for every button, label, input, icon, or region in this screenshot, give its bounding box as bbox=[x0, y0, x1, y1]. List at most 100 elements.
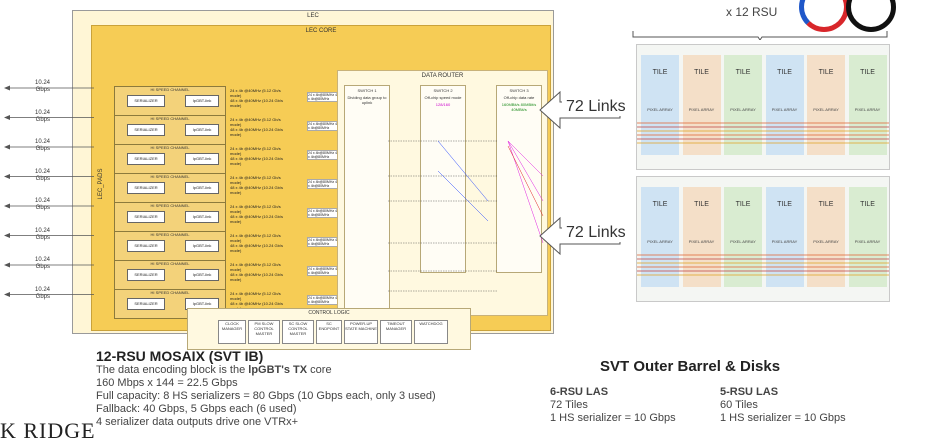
switch-2-desc: Off-chip speed mode bbox=[424, 95, 462, 100]
sensor-module-bottom: TILE PIXEL ARRAY TILE PIXEL ARRAY TILE PIXEL … bbox=[636, 176, 890, 302]
lpgbt-link-box: IpGBT-link bbox=[185, 95, 219, 107]
tile-label: TILE bbox=[860, 69, 875, 76]
channel-rate: 24 x 4b @40MHz (5.12 Gb/s mode)48 x 4b @… bbox=[230, 262, 290, 282]
hi-speed-channel: HI SPEED CHANNEL SERIALIZER IpGBT-link bbox=[114, 86, 226, 116]
channel-title: HI SPEED CHANNEL bbox=[150, 145, 190, 150]
router-input: 24 x 4b@80MHz 48 x 4b@80MHz bbox=[307, 92, 341, 102]
lpgbt-link-box: IpGBT-link bbox=[185, 153, 219, 165]
output-arrow-head-icon bbox=[4, 115, 10, 120]
tile-label: TILE bbox=[735, 69, 751, 76]
rate-mode-1: 24 x 4b @40MHz (5.12 Gb/s mode) bbox=[230, 88, 281, 98]
gbps-unit: Gbps bbox=[35, 234, 50, 241]
gbps-unit: Gbps bbox=[35, 175, 50, 182]
pixel-array-label: PIXEL ARRAY bbox=[854, 239, 881, 244]
router-input: 24 x 4b@80MHz 48 x 4b@80MHz bbox=[307, 179, 341, 189]
control-logic: CONTROL LOGIC CLOCK MANAGER PM SLOW CONT… bbox=[187, 308, 471, 350]
tile-label: TILE bbox=[818, 201, 834, 208]
lpgbt-link-box: IpGBT-link bbox=[185, 240, 219, 252]
power-up-sm-box: POWER-UP STATE MACHINE bbox=[344, 320, 378, 344]
sensor-tile: TILE PIXEL ARRAY bbox=[807, 55, 845, 155]
mosaix-line-4: Fallback: 40 Gbps, 5 Gbps each (6 used) bbox=[96, 403, 297, 415]
serializer-box: SERIALIZER bbox=[127, 95, 165, 107]
switch-3-label: SWITCH 3 bbox=[509, 88, 529, 93]
serializer-box: SERIALIZER bbox=[127, 182, 165, 194]
router-input: 24 x 4b@80MHz 48 x 4b@80MHz bbox=[307, 237, 341, 247]
pixel-array-label: PIXEL ARRAY bbox=[813, 107, 839, 112]
las5-tiles: 60 Tiles bbox=[720, 399, 758, 411]
output-arrow-head-icon bbox=[4, 203, 10, 209]
las6-serializer: 1 HS serializer = 10 Gbps bbox=[550, 412, 676, 424]
router-input: 24 x 4b@80MHz 48 x 4b@80MHz bbox=[307, 121, 341, 131]
outer-title: SVT Outer Barrel & Disks bbox=[600, 358, 781, 375]
gbps-unit: Gbps bbox=[35, 293, 50, 300]
gbps-value: 10.24 bbox=[34, 257, 50, 263]
mosaix-line-3: Full capacity: 8 HS serializers = 80 Gbp… bbox=[96, 390, 436, 402]
watchdog-box: WATCHDOG bbox=[414, 320, 448, 344]
router-input: 24 x 4b@80MHz 48 x 4b@80MHz bbox=[307, 208, 341, 218]
las5-title: 5-RSU LAS bbox=[720, 386, 779, 398]
pixel-array-label: PIXEL ARRAY bbox=[688, 239, 715, 244]
lec-core-title: LEC CORE bbox=[305, 28, 337, 34]
output-arrow-head-icon bbox=[4, 292, 10, 297]
router-wiring bbox=[388, 140, 544, 292]
tile-label: TILE bbox=[652, 69, 668, 76]
router-input: 24 x 4b@80MHz 48 x 4b@80MHz bbox=[307, 150, 341, 160]
gbps-unit: Gbps bbox=[35, 116, 50, 123]
rate-mode-1: 24 x 4b @40MHz (5.12 Gb/s mode) bbox=[230, 291, 281, 301]
rate-mode-1: 24 x 4b @40MHz (5.12 Gb/s mode) bbox=[230, 233, 281, 243]
sensor-tile: TILE PIXEL ARRAY bbox=[807, 187, 845, 287]
rsu-bracket bbox=[632, 31, 888, 40]
gbps-value: 10.24 bbox=[34, 227, 50, 234]
channel-title: HI SPEED CHANNEL bbox=[150, 261, 190, 266]
rate-mode-2: 48 x 4b @40MHz (10.24 Gb/s mode) bbox=[230, 156, 283, 166]
rate-mode-1: 24 x 4b @40MHz (5.12 Gb/s mode) bbox=[230, 146, 281, 156]
footer-brand: K RIDGE bbox=[0, 418, 96, 443]
tile-label: TILE bbox=[777, 69, 792, 76]
clock-manager-box: CLOCK MANAGER bbox=[218, 320, 246, 344]
las6-title: 6-RSU LAS bbox=[550, 386, 609, 398]
lpgbt-link-box: IpGBT-link bbox=[185, 182, 219, 194]
serializer-box: SERIALIZER bbox=[127, 153, 165, 165]
lpgbt-link-box: IpGBT-link bbox=[185, 124, 219, 136]
tile-label: TILE bbox=[694, 69, 709, 76]
channel-title: HI SPEED CHANNEL bbox=[150, 87, 190, 92]
switch-3: SWITCH 3 Off-chip data rate 160MBit/s 80… bbox=[496, 85, 542, 273]
tile-label: TILE bbox=[694, 201, 709, 208]
serializer-box: SERIALIZER bbox=[127, 211, 165, 223]
sensor-tile: TILE PIXEL ARRAY bbox=[848, 187, 887, 287]
gbps-value: 10.24 bbox=[34, 198, 50, 204]
switch-2-label: SWITCH 2 bbox=[433, 88, 453, 93]
channel-rate: 24 x 4b @40MHz (5.12 Gb/s mode)48 x 4b @… bbox=[230, 88, 290, 108]
channel-rate: 24 x 4b @40MHz (5.12 Gb/s mode)48 x 4b @… bbox=[230, 117, 290, 137]
switch-2: SWITCH 2 Off-chip speed mode 128/160 bbox=[420, 85, 466, 273]
mosaix-line-1-post: core bbox=[307, 364, 332, 376]
hi-speed-channel: HI SPEED CHANNEL SERIALIZER IpGBT-link bbox=[114, 144, 226, 174]
pixel-array-label: PIXEL ARRAY bbox=[813, 239, 839, 244]
tile-label: TILE bbox=[818, 69, 834, 76]
switch-1-label: SWITCH 1 bbox=[357, 88, 377, 93]
channel-rate: 24 x 4b @40MHz (5.12 Gb/s mode)48 x 4b @… bbox=[230, 204, 290, 224]
tile-label: TILE bbox=[860, 201, 875, 208]
sc-endpoint-box: SC ENDPOINT bbox=[316, 320, 342, 344]
channel-title: HI SPEED CHANNEL bbox=[150, 116, 190, 121]
serializer-box: SERIALIZER bbox=[127, 298, 165, 310]
links-label-top: 72 Links bbox=[562, 98, 630, 116]
pixel-array-label: PIXEL ARRAY bbox=[771, 239, 798, 244]
gbps-value: 10.24 bbox=[34, 80, 50, 86]
las5-serializer: 1 HS serializer = 10 Gbps bbox=[720, 412, 846, 424]
